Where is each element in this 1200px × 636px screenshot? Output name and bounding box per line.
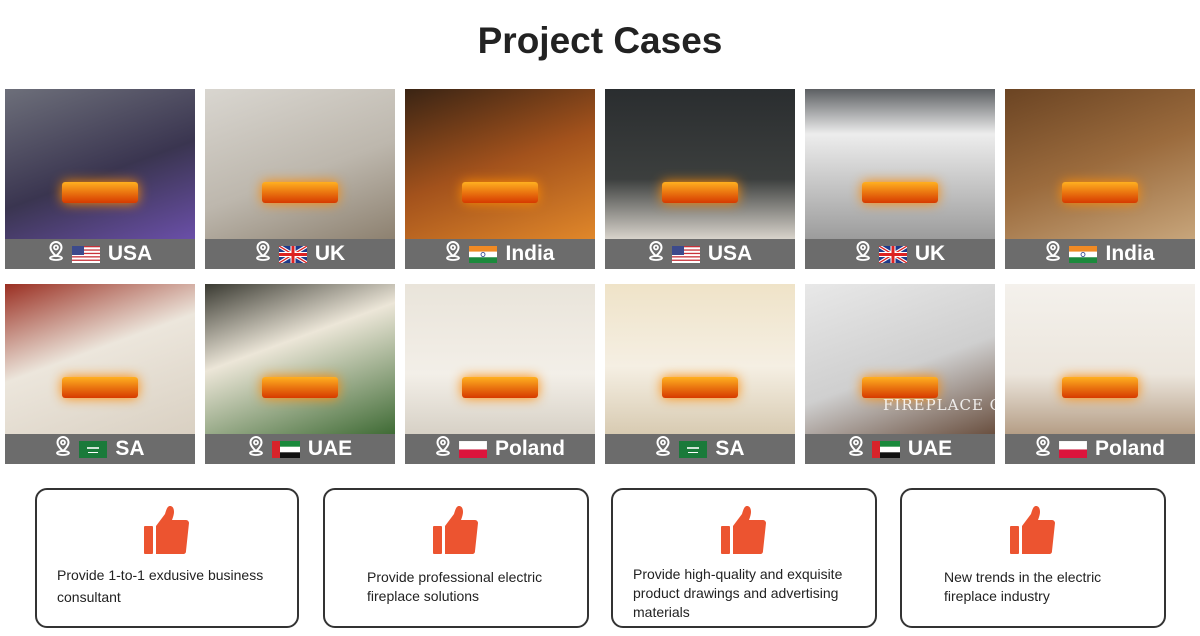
country-label: SA <box>715 437 745 460</box>
location-bar: Poland <box>1005 434 1195 464</box>
location-bar: SA <box>605 434 795 464</box>
location-pin-icon <box>1045 240 1061 267</box>
case-photo <box>405 89 595 239</box>
fireplace-flame <box>1062 182 1138 203</box>
location-bar: UK <box>205 239 395 269</box>
project-case-india[interactable]: India <box>405 89 595 269</box>
location-pin-icon <box>248 435 264 462</box>
thumbs-up-icon <box>1008 506 1058 556</box>
location-pin-icon <box>855 240 871 267</box>
location-pin-icon <box>55 435 71 462</box>
fireplace-flame <box>862 182 938 203</box>
location-pin-icon <box>255 240 271 267</box>
case-photo <box>405 284 595 434</box>
fireplace-flame <box>662 377 738 398</box>
feature-card: Provide high-quality and exquisite produ… <box>611 488 877 628</box>
case-photo <box>205 89 395 239</box>
fireplace-flame <box>462 377 538 398</box>
flag-us-icon <box>671 245 700 263</box>
project-case-uk[interactable]: UK <box>805 89 995 269</box>
location-bar: UAE <box>805 434 995 464</box>
flag-ae-icon <box>271 440 300 458</box>
thumbs-up-icon <box>719 506 769 556</box>
flag-uk-icon <box>278 245 307 263</box>
project-case-sa[interactable]: SA <box>5 284 195 464</box>
flag-in-icon <box>469 245 498 263</box>
country-label: India <box>505 242 555 265</box>
fireplace-flame <box>862 377 938 398</box>
flag-uk-icon <box>878 245 907 263</box>
case-photo <box>1005 284 1195 434</box>
location-bar: SA <box>5 434 195 464</box>
location-pin-icon <box>445 240 461 267</box>
feature-card: Provide 1-to-1 exdusive business consult… <box>35 488 299 628</box>
flag-sa-icon <box>679 440 708 458</box>
location-pin-icon <box>435 435 451 462</box>
page-title: Project Cases <box>477 20 723 61</box>
feature-text: Provide 1-to-1 exdusive business consult… <box>57 567 264 606</box>
location-pin-icon <box>1035 435 1051 462</box>
thumbs-up-icon <box>431 506 481 556</box>
feature-text: New trends in the electric fireplace ind… <box>944 569 1102 604</box>
project-case-uae[interactable]: UAE <box>205 284 395 464</box>
case-photo <box>5 89 195 239</box>
feature-card: New trends in the electric fireplace ind… <box>900 488 1166 628</box>
flag-pl-icon <box>1058 440 1087 458</box>
flag-ae-icon <box>871 440 900 458</box>
project-case-uae[interactable]: FIREPLACE CRAFTSMAN UAE <box>805 284 995 464</box>
flag-pl-icon <box>458 440 487 458</box>
location-bar: USA <box>5 239 195 269</box>
location-bar: Poland <box>405 434 595 464</box>
case-photo <box>805 89 995 239</box>
fireplace-flame <box>262 182 338 203</box>
location-pin-icon <box>648 240 664 267</box>
watermark: FIREPLACE CRAFTSMAN <box>883 396 995 414</box>
country-label: UK <box>314 242 346 265</box>
country-label: UAE <box>307 437 353 460</box>
case-photo <box>5 284 195 434</box>
location-bar: India <box>405 239 595 269</box>
fireplace-flame <box>262 377 338 398</box>
country-label: USA <box>707 242 753 265</box>
location-bar: India <box>1005 239 1195 269</box>
project-case-usa[interactable]: USA <box>605 89 795 269</box>
case-photo: FIREPLACE CRAFTSMAN <box>805 284 995 434</box>
country-label: India <box>1105 242 1155 265</box>
location-bar: UAE <box>205 434 395 464</box>
case-photo <box>605 284 795 434</box>
fireplace-flame <box>462 182 538 203</box>
thumbs-up-icon <box>142 506 192 556</box>
fireplace-flame <box>62 182 138 203</box>
case-photo <box>1005 89 1195 239</box>
location-pin-icon <box>655 435 671 462</box>
feature-card: Provide professional electric fireplace … <box>323 488 589 628</box>
location-bar: USA <box>605 239 795 269</box>
country-label: USA <box>107 242 153 265</box>
location-pin-icon <box>48 240 64 267</box>
country-label: UK <box>914 242 946 265</box>
project-case-usa[interactable]: USA <box>5 89 195 269</box>
country-label: SA <box>115 437 145 460</box>
project-case-poland[interactable]: Poland <box>1005 284 1195 464</box>
fireplace-flame <box>662 182 738 203</box>
project-case-poland[interactable]: Poland <box>405 284 595 464</box>
location-bar: UK <box>805 239 995 269</box>
flag-sa-icon <box>79 440 108 458</box>
flag-us-icon <box>71 245 100 263</box>
country-label: Poland <box>1094 437 1165 460</box>
project-case-sa[interactable]: SA <box>605 284 795 464</box>
country-label: Poland <box>494 437 565 460</box>
location-pin-icon <box>848 435 864 462</box>
feature-text: Provide professional electric fireplace … <box>367 569 543 604</box>
project-case-uk[interactable]: UK <box>205 89 395 269</box>
country-label: UAE <box>907 437 953 460</box>
feature-text: Provide high-quality and exquisite produ… <box>633 566 843 620</box>
flag-in-icon <box>1069 245 1098 263</box>
fireplace-flame <box>1062 377 1138 398</box>
fireplace-flame <box>62 377 138 398</box>
case-photo <box>205 284 395 434</box>
project-case-india[interactable]: India <box>1005 89 1195 269</box>
case-photo <box>605 89 795 239</box>
